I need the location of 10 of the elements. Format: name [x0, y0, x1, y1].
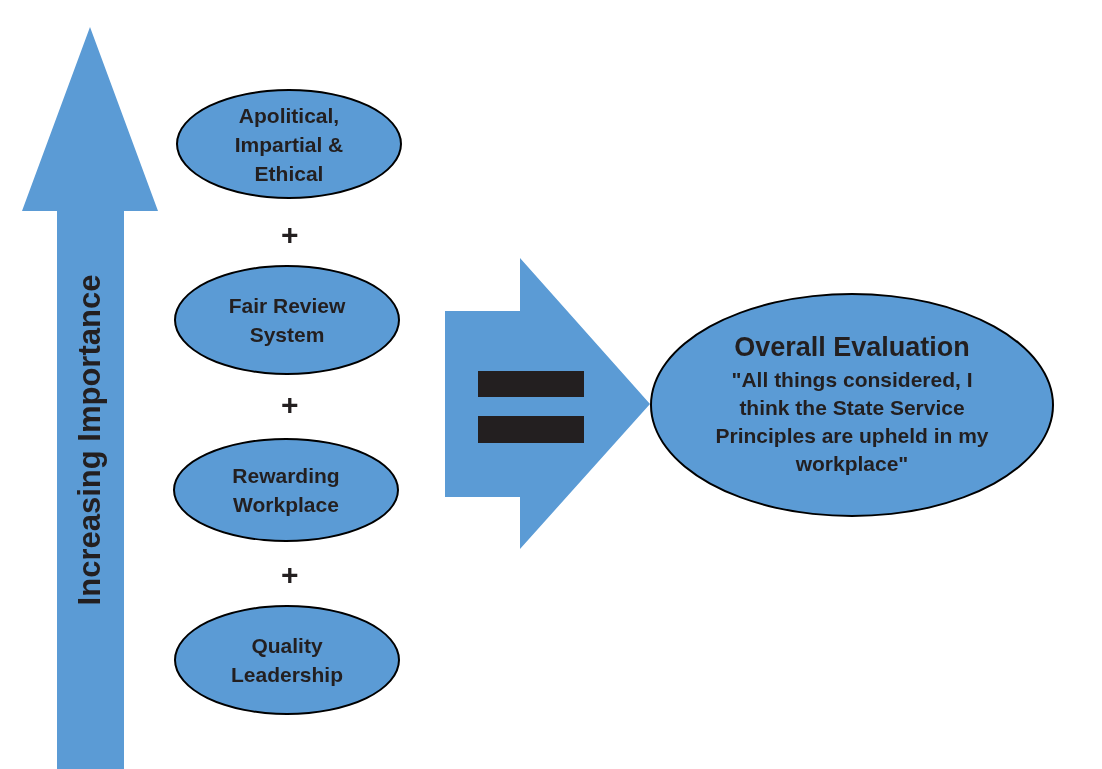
axis-label: Increasing Importance: [71, 274, 108, 606]
node-label: Rewarding Workplace: [231, 463, 341, 518]
plus-sign: +: [281, 218, 299, 252]
node-label: Fair Review System: [227, 293, 347, 348]
plus-sign: +: [281, 558, 299, 592]
plus-sign: +: [281, 388, 299, 422]
node-quote: "All things considered, I think the State Service Principles are upheld in my workplace": [714, 366, 990, 477]
node-title: Overall Evaluation: [734, 332, 970, 362]
node-label: Apolitical, Impartial & Ethical: [233, 102, 345, 187]
node-label: Quality Leadership: [229, 633, 344, 688]
